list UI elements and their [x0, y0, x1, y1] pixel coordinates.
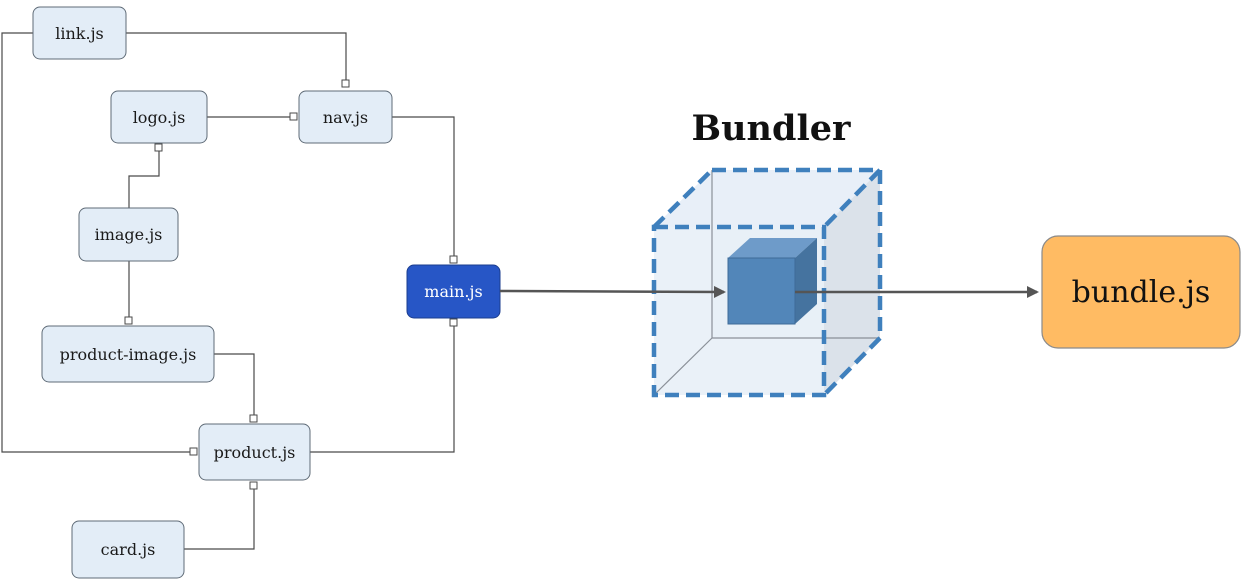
module-main-label: main.js [424, 282, 482, 301]
output-bundle[interactable]: bundle.js [1041, 235, 1241, 349]
module-product[interactable]: product.js [198, 423, 311, 481]
port-product-top [249, 414, 258, 423]
bundler-title: Bundler [692, 108, 852, 149]
module-link[interactable]: link.js [32, 6, 127, 60]
port-nav-top [341, 79, 350, 88]
connector-ports [124, 79, 458, 490]
arrow-main-to-bundler [499, 285, 726, 298]
port-productimage-top [124, 316, 133, 325]
dependency-connectors [1, 32, 455, 550]
output-bundle-label: bundle.js [1072, 275, 1211, 310]
bundler-cube-inner-edges [653, 170, 880, 396]
connector-productimage-product [214, 353, 255, 418]
port-main-bottom [449, 318, 458, 327]
bundled-module-cube [727, 238, 817, 325]
module-logo-label: logo.js [133, 108, 186, 127]
bundler-cube-right-face [824, 170, 880, 395]
connector-card-product [184, 486, 255, 550]
port-logo-bottom [154, 143, 163, 152]
module-main-entry[interactable]: main.js [406, 264, 501, 319]
module-image[interactable]: image.js [78, 207, 179, 262]
module-nav[interactable]: nav.js [298, 90, 393, 144]
module-card-label: card.js [101, 540, 156, 559]
module-link-label: link.js [55, 24, 104, 43]
connector-product-main [310, 323, 455, 453]
connector-link-nav [126, 32, 347, 84]
module-logo[interactable]: logo.js [110, 90, 208, 144]
bundler-cube-top-face [654, 170, 880, 227]
port-product-bottom [249, 481, 258, 490]
port-product-left [189, 447, 198, 456]
connector-logo-image [128, 150, 160, 208]
port-main-top [449, 255, 458, 264]
module-image-label: image.js [95, 225, 163, 244]
connector-link-product [1, 32, 193, 453]
connector-nav-main [392, 116, 455, 258]
module-product-image[interactable]: product-image.js [41, 325, 215, 383]
module-card[interactable]: card.js [71, 520, 185, 579]
module-nav-label: nav.js [323, 108, 368, 127]
module-product-image-label: product-image.js [60, 345, 197, 364]
bundler-cube-dashed-outline [651, 167, 883, 398]
bundler-cube [651, 167, 883, 398]
port-nav-left [289, 112, 298, 121]
module-product-label: product.js [214, 443, 296, 462]
